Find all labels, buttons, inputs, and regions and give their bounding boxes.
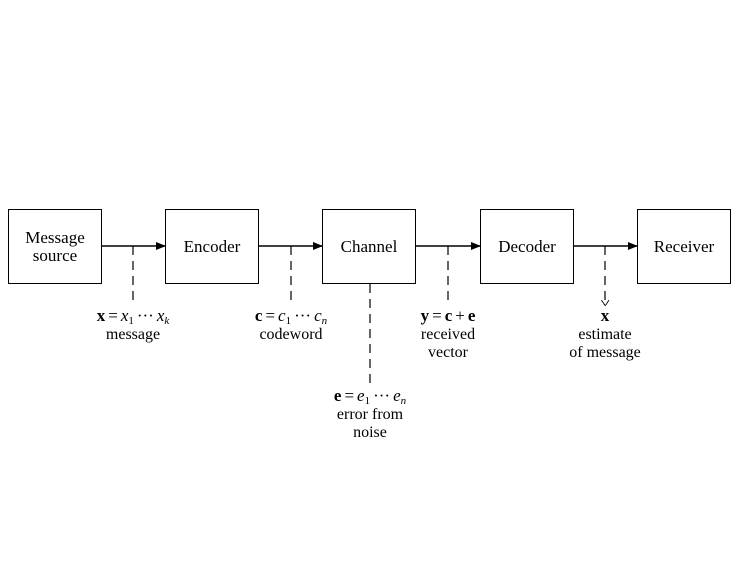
- message-signal-label: x=x1···xk message: [97, 306, 170, 344]
- estimate-caption-line2: of message: [569, 344, 641, 361]
- estimate-signal-label: x estimate of message: [569, 300, 641, 362]
- message-caption: message: [105, 326, 161, 343]
- encoder-block: Encoder: [165, 209, 259, 284]
- estimate-formula: x: [569, 300, 641, 326]
- codeword-caption: codeword: [259, 326, 323, 343]
- codeword-formula: c=c1···cn: [254, 306, 328, 327]
- channel-block: Channel: [322, 209, 416, 284]
- channel-label: Channel: [340, 236, 398, 256]
- receiver-block: Receiver: [637, 209, 731, 284]
- received-caption-line1: received: [420, 326, 476, 343]
- encoder-label: Encoder: [183, 236, 241, 256]
- estimate-caption-line1: estimate: [578, 326, 632, 343]
- message-source-block: Message source: [8, 209, 102, 284]
- message-formula: x=x1···xk: [96, 306, 170, 327]
- received-caption-line2: vector: [428, 344, 468, 361]
- receiver-label: Receiver: [653, 236, 715, 256]
- message-source-label-line1: Message: [25, 227, 85, 247]
- received-signal-label: y=c+e received vector: [421, 306, 476, 362]
- message-source-label-line2: source: [32, 245, 78, 265]
- error-formula: e=e1···en: [333, 386, 407, 407]
- error-caption-line1: error from: [336, 406, 404, 423]
- error-caption-line2: noise: [353, 424, 387, 441]
- decoder-label: Decoder: [498, 236, 556, 256]
- decoder-block: Decoder: [480, 209, 574, 284]
- codeword-signal-label: c=c1···cn codeword: [255, 306, 327, 344]
- received-formula: y=c+e: [420, 306, 476, 325]
- error-signal-label: e=e1···en error from noise: [334, 386, 406, 442]
- estimate-hat-symbol: x: [600, 300, 610, 325]
